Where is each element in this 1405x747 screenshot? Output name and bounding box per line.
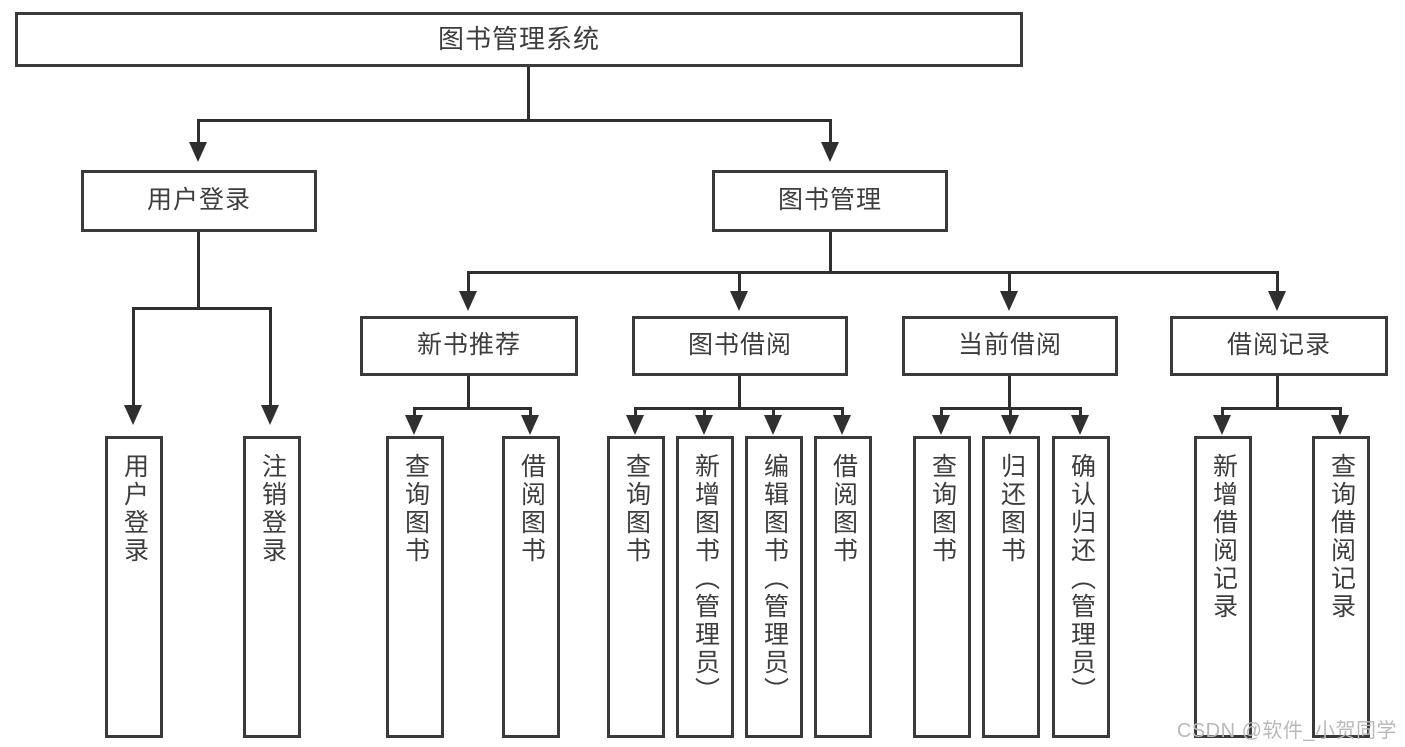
node-borrow-record[interactable]: 借阅记录 [1170, 316, 1388, 376]
node-book-manage[interactable]: 图书管理 [712, 170, 948, 232]
leaf-query-borrow-record[interactable]: 查询借阅记录 [1312, 436, 1370, 738]
node-label: 图书借阅 [687, 331, 792, 360]
leaf-query-book-current[interactable]: 查询图书 [913, 436, 971, 738]
arrowhead-leaf-query-book-1 [405, 415, 423, 435]
arrowhead-leaf-add-book [695, 415, 713, 435]
arrowhead-leaf-add-record [1213, 415, 1231, 435]
leaf-user-login[interactable]: 用户登录 [105, 436, 163, 738]
arrowhead-book-manage [821, 142, 839, 162]
leaf-label: 借阅图书 [517, 453, 546, 565]
connector-current-borrow-leaf1 [940, 407, 943, 417]
leaf-label: 查询图书 [401, 453, 430, 565]
leaf-edit-book[interactable]: 编辑图书（管理员） [745, 436, 803, 738]
node-book-borrow[interactable]: 图书借阅 [632, 316, 848, 376]
arrowhead-leaf-query-record [1331, 415, 1349, 435]
connector-book-manage-stem [829, 232, 832, 271]
connector-new-book-leaf2 [529, 407, 532, 417]
arrowhead-borrow-record [1268, 291, 1286, 311]
connector-root-stem [527, 67, 530, 119]
connector-new-book-leaf1 [413, 407, 416, 417]
arrowhead-leaf-user-logout [261, 405, 279, 425]
leaf-label: 用户登录 [120, 453, 149, 565]
arrowhead-leaf-confirm-return [1071, 415, 1089, 435]
connector-user-login-left [132, 307, 135, 407]
leaf-return-book[interactable]: 归还图书 [982, 436, 1040, 738]
connector-new-book-bus [413, 407, 532, 410]
leaf-confirm-return[interactable]: 确认归还（管理员） [1052, 436, 1110, 738]
connector-borrow-record-bus [1221, 407, 1342, 410]
arrowhead-user-login [189, 142, 207, 162]
leaf-borrow-book[interactable]: 借阅图书 [814, 436, 872, 738]
leaf-label: 归还图书 [997, 453, 1026, 565]
node-label: 用户登录 [146, 186, 251, 215]
arrowhead-leaf-user-login [124, 405, 142, 425]
leaf-add-borrow-record[interactable]: 新增借阅记录 [1194, 436, 1252, 738]
node-label: 图书管理 [777, 186, 882, 215]
arrowhead-leaf-borrow-book-1 [521, 415, 539, 435]
connector-current-borrow-stem [1008, 376, 1011, 407]
connector-book-borrow-leaf3 [772, 407, 775, 417]
leaf-user-logout[interactable]: 注销登录 [243, 436, 301, 738]
leaf-label: 查询图书 [928, 453, 957, 565]
connector-to-current-borrow [1008, 271, 1011, 293]
arrowhead-leaf-return-book [1001, 415, 1019, 435]
connector-to-book-borrow [738, 271, 741, 293]
node-root-system[interactable]: 图书管理系统 [15, 12, 1023, 67]
arrowhead-leaf-borrow-book-2 [833, 415, 851, 435]
arrowhead-leaf-query-book-3 [932, 415, 950, 435]
connector-user-login-stem [197, 232, 200, 307]
leaf-query-book-recommend[interactable]: 查询图书 [386, 436, 444, 738]
connector-user-login-bus [132, 307, 272, 310]
connector-new-book-stem [467, 376, 470, 407]
arrowhead-leaf-query-book-2 [626, 415, 644, 435]
leaf-label: 注销登录 [258, 453, 287, 565]
leaf-label: 编辑图书（管理员） [760, 453, 789, 705]
node-label: 当前借阅 [957, 331, 1062, 360]
connector-borrow-record-leaf1 [1221, 407, 1224, 417]
connector-book-borrow-leaf4 [841, 407, 844, 417]
connector-current-borrow-leaf2 [1009, 407, 1012, 417]
leaf-label: 查询借阅记录 [1327, 453, 1356, 621]
arrowhead-leaf-edit-book [764, 415, 782, 435]
connector-book-borrow-bus [634, 407, 842, 410]
leaf-borrow-book-recommend[interactable]: 借阅图书 [502, 436, 560, 738]
connector-book-borrow-leaf1 [634, 407, 637, 417]
arrowhead-new-book-recommend [459, 291, 477, 311]
leaf-label: 借阅图书 [829, 453, 858, 565]
node-label: 借阅记录 [1226, 331, 1331, 360]
leaf-label: 确认归还（管理员） [1067, 453, 1096, 705]
connector-to-borrow-record [1276, 271, 1279, 293]
connector-book-borrow-stem [738, 376, 741, 407]
node-current-borrow[interactable]: 当前借阅 [902, 316, 1118, 376]
node-user-login[interactable]: 用户登录 [81, 170, 317, 232]
connector-current-borrow-leaf3 [1079, 407, 1082, 417]
leaf-query-book-borrow[interactable]: 查询图书 [607, 436, 665, 738]
leaf-add-book[interactable]: 新增图书（管理员） [676, 436, 734, 738]
connector-book-borrow-leaf2 [703, 407, 706, 417]
connector-book-manage-bus [467, 271, 1278, 274]
connector-root-bus [197, 119, 831, 122]
node-label: 新书推荐 [416, 331, 521, 360]
connector-user-login-right [269, 307, 272, 407]
leaf-label: 新增借阅记录 [1209, 453, 1238, 621]
arrowhead-current-borrow [1000, 291, 1018, 311]
connector-root-to-book-manage [829, 119, 832, 144]
leaf-label: 查询图书 [622, 453, 651, 565]
watermark-text: CSDN @软件_小贺同学 [1176, 720, 1397, 742]
connector-borrow-record-stem [1276, 376, 1279, 407]
arrowhead-book-borrow [730, 291, 748, 311]
node-label: 图书管理系统 [437, 24, 600, 55]
node-new-book-recommend[interactable]: 新书推荐 [360, 316, 578, 376]
connector-root-to-user-login [197, 119, 200, 144]
connector-borrow-record-leaf2 [1339, 407, 1342, 417]
connector-to-new-book-recommend [467, 271, 470, 293]
leaf-label: 新增图书（管理员） [691, 453, 720, 705]
